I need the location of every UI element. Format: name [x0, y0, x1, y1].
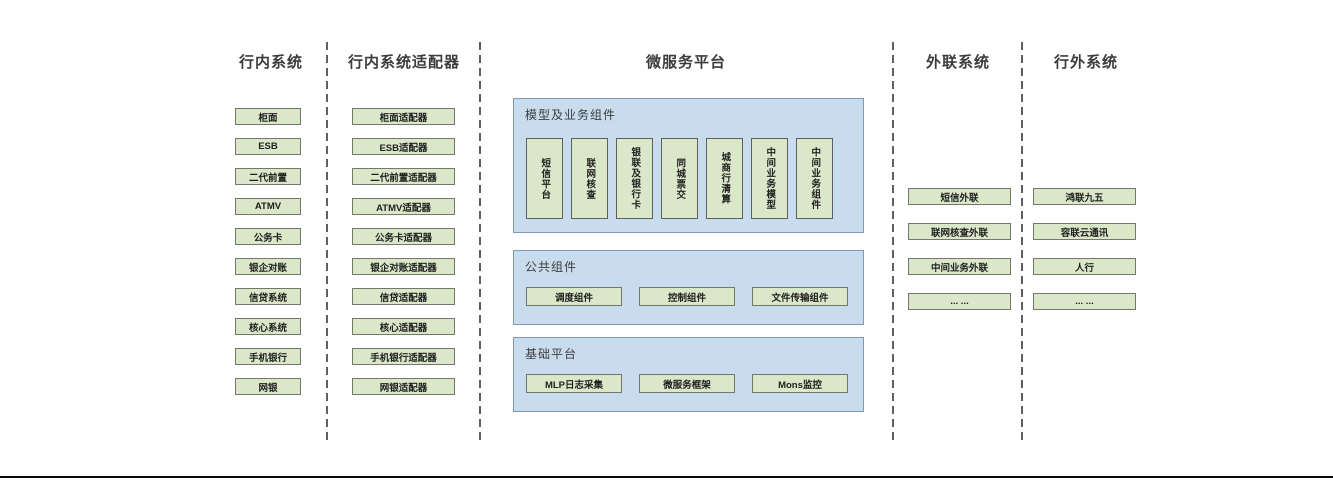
column-divider	[1021, 42, 1023, 444]
diagram-node-label: 城商行清算	[719, 152, 731, 205]
diagram-node: 调度组件	[526, 287, 622, 306]
internal-systems-column: 柜面 ESB 二代前置 ATMV 公务卡 银企对账 信贷系统 核心系统 手机银行…	[235, 108, 301, 395]
base-platform-panel: 基础平台 MLP日志采集 微服务框架 Mons监控	[513, 337, 864, 412]
diagram-node: 核心系统	[235, 318, 301, 335]
diagram-node: 容联云通讯	[1033, 223, 1136, 240]
diagram-node-label: 同城票交	[674, 157, 686, 200]
diagram-node: 鸿联九五	[1033, 188, 1136, 205]
diagram-node: 银企对账	[235, 258, 301, 275]
diagram-node-label: 短信平台	[539, 157, 551, 200]
diagram-node: 人行	[1033, 258, 1136, 275]
internal-adapters-column: 柜面适配器 ESB适配器 二代前置适配器 ATMV适配器 公务卡适配器 银企对账…	[352, 108, 455, 395]
node-row: 调度组件 控制组件 文件传输组件	[526, 287, 848, 306]
diagram-node: 手机银行	[235, 348, 301, 365]
diagram-node: 文件传输组件	[752, 287, 848, 306]
diagram-node: 控制组件	[639, 287, 735, 306]
diagram-node: 同城票交	[661, 138, 698, 219]
column-title-outside-systems: 行外系统	[1053, 54, 1118, 71]
bottom-divider-line	[0, 476, 1333, 478]
panel-label: 公共组件	[525, 260, 578, 274]
panel-label: 基础平台	[525, 347, 578, 361]
diagram-node-label: 银联及银行卡	[629, 147, 641, 210]
diagram-node: 柜面	[235, 108, 301, 125]
diagram-node: ESB适配器	[352, 138, 455, 155]
column-title-internal-adapters: 行内系统适配器	[347, 54, 460, 71]
model-business-components-panel: 模型及业务组件 短信平台 联网核查 银联及银行卡 同城票交 城商行清算 中间业务…	[513, 98, 864, 233]
diagram-node: 柜面适配器	[352, 108, 455, 125]
diagram-node: 二代前置	[235, 168, 301, 185]
vertical-node-row: 短信平台 联网核查 银联及银行卡 同城票交 城商行清算 中间业务模型 中间业务组…	[526, 138, 833, 219]
diagram-node: 中间业务模型	[751, 138, 788, 219]
diagram-node: ... ...	[908, 293, 1011, 310]
column-divider	[326, 42, 328, 444]
panel-label: 模型及业务组件	[525, 108, 617, 122]
diagram-node: 联网核查	[571, 138, 608, 219]
diagram-node: 城商行清算	[706, 138, 743, 219]
diagram-node: 公务卡	[235, 228, 301, 245]
node-row: MLP日志采集 微服务框架 Mons监控	[526, 374, 848, 393]
column-title-external-link-systems: 外联系统	[925, 54, 990, 71]
diagram-node: 短信外联	[908, 188, 1011, 205]
diagram-node: 银联及银行卡	[616, 138, 653, 219]
column-title-internal-systems: 行内系统	[238, 54, 303, 71]
external-link-systems-column: 短信外联 联网核查外联 中间业务外联 ... ...	[908, 188, 1011, 310]
diagram-node: 二代前置适配器	[352, 168, 455, 185]
diagram-node: ESB	[235, 138, 301, 155]
diagram-node: 中间业务组件	[796, 138, 833, 219]
diagram-node: MLP日志采集	[526, 374, 622, 393]
diagram-node: Mons监控	[752, 374, 848, 393]
column-divider	[479, 42, 481, 444]
diagram-node: 网银适配器	[352, 378, 455, 395]
diagram-node: 公务卡适配器	[352, 228, 455, 245]
diagram-node: 信贷适配器	[352, 288, 455, 305]
column-divider	[892, 42, 894, 444]
diagram-node: 手机银行适配器	[352, 348, 455, 365]
diagram-node: ... ...	[1033, 293, 1136, 310]
diagram-node: 联网核查外联	[908, 223, 1011, 240]
common-components-panel: 公共组件 调度组件 控制组件 文件传输组件	[513, 250, 864, 325]
outside-systems-column: 鸿联九五 容联云通讯 人行 ... ...	[1033, 188, 1136, 310]
diagram-node: 中间业务外联	[908, 258, 1011, 275]
diagram-node-label: 中间业务组件	[809, 147, 821, 210]
diagram-node: 短信平台	[526, 138, 563, 219]
diagram-node: 核心适配器	[352, 318, 455, 335]
diagram-node-label: 中间业务模型	[764, 147, 776, 210]
column-title-microservice-platform: 微服务平台	[645, 54, 726, 71]
diagram-node: 网银	[235, 378, 301, 395]
diagram-node: ATMV适配器	[352, 198, 455, 215]
diagram-node: 信贷系统	[235, 288, 301, 305]
diagram-node: 微服务框架	[639, 374, 735, 393]
diagram-node-label: 联网核查	[584, 157, 596, 200]
diagram-node: ATMV	[235, 198, 301, 215]
diagram-node: 银企对账适配器	[352, 258, 455, 275]
